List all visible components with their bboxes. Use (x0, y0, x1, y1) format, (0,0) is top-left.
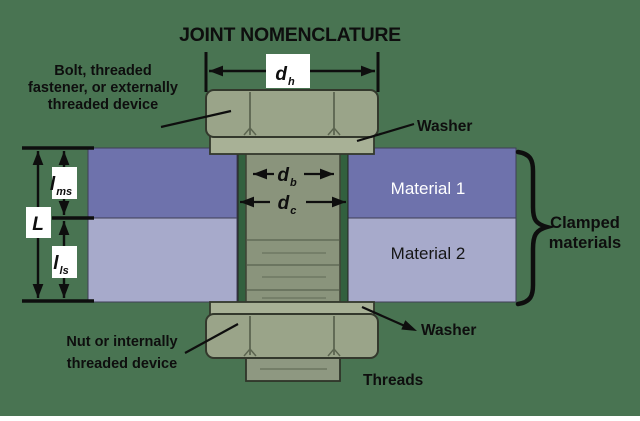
nut-label-line1: Nut or internally (66, 334, 177, 350)
dimension-material1-length: lms (50, 151, 77, 215)
grip-length-label: L (32, 214, 44, 235)
clamped-materials-brace (515, 149, 556, 307)
material-2-label: Material 2 (391, 244, 466, 263)
dimension-head-diameter: dh (204, 52, 380, 92)
bolt-head-chamfer (243, 126, 257, 136)
bolt-shank (245, 147, 341, 303)
dimension-bolt-diameter: db (253, 165, 334, 189)
threads-label: Threads (363, 372, 423, 389)
material-1-label: Material 1 (391, 179, 466, 198)
dimension-label-box (26, 207, 51, 238)
washer-bottom-leader-line (361, 305, 407, 328)
dimension-label-box (52, 246, 77, 278)
material-1-right-slab (347, 147, 517, 219)
nut-chamfer (327, 347, 341, 357)
washer-bottom-leader-arrowhead (401, 320, 417, 331)
material-2-left-slab (87, 217, 238, 303)
bolt-head (205, 89, 379, 138)
nut-leader-line (184, 323, 239, 354)
material2-length-label: lls (53, 253, 68, 277)
washer-top-label: Washer (417, 118, 472, 135)
washer-bottom-label: Washer (421, 322, 476, 339)
nut (205, 313, 379, 359)
dimension-label-box (52, 167, 77, 199)
clearance-diameter-label: dc (278, 193, 297, 217)
nut-chamfer (243, 347, 257, 357)
clearance-gap-right (339, 147, 349, 303)
dimension-clearance-diameter: dc (240, 193, 346, 217)
head-diameter-label: dh (275, 64, 295, 88)
material-2-right-slab (347, 217, 517, 303)
dimension-grip-length-L: L (26, 151, 51, 298)
clearance-gap-left (237, 147, 247, 303)
annotations: JOINT NOMENCLATURE dh L lms (22, 24, 621, 389)
bolt-callout: Bolt, threaded fastener, or externally t… (28, 63, 232, 129)
washer-bottom-callout: Washer (361, 305, 476, 339)
bolt-diameter-label: db (277, 165, 297, 189)
material1-length-label: lms (50, 174, 72, 198)
material-1-left-slab (87, 147, 238, 219)
nut-label-line2: threaded device (67, 356, 177, 372)
bolt-head-chamfer (327, 126, 341, 136)
shank-thread-lines (247, 239, 339, 299)
bolt-leader-line (160, 109, 232, 129)
clamped-materials-label-line1: Clamped (550, 214, 620, 232)
clamped-materials-label-line2: materials (549, 234, 621, 252)
dimension-material2-length: lls (52, 221, 77, 298)
bolt-label-line3: threaded device (48, 97, 158, 113)
bolt-label-line2: fastener, or externally (28, 80, 178, 96)
top-washer (209, 135, 375, 155)
clamped-materials-group (87, 147, 517, 303)
dimension-label-box (266, 54, 310, 88)
nut-callout: Nut or internally threaded device (66, 323, 239, 372)
diagram-title: JOINT NOMENCLATURE (179, 24, 401, 46)
washer-top-callout: Washer (356, 118, 472, 143)
washer-top-leader-line (356, 122, 415, 143)
bolt-label-line1: Bolt, threaded (54, 63, 151, 79)
dimension-left-group: L lms lls (22, 146, 94, 303)
